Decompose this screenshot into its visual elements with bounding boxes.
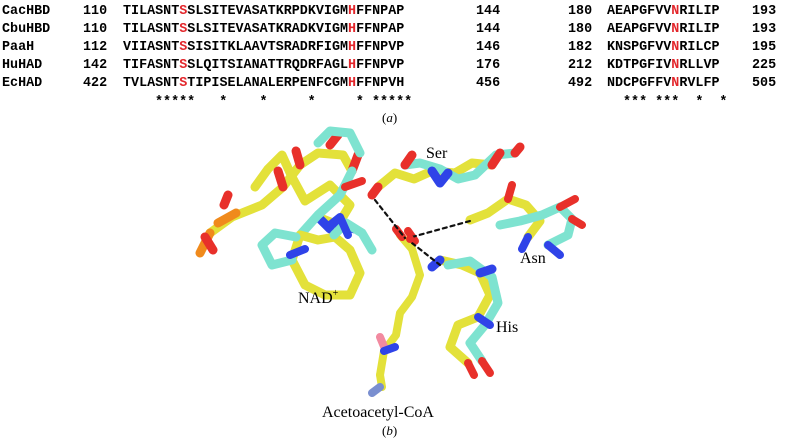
end-position: 144 [476,4,501,19]
end-position-2: 193 [752,22,777,37]
catalytic-asparagine: N [671,22,680,37]
sequence-name: PaaH [2,40,35,55]
alignment-row: CacHBD 110 TILASNTSSLSITEVASATKRPDKVIGMH… [0,4,787,22]
end-position: 146 [476,40,501,55]
residues: FFNPAP [356,22,405,37]
residues: FFNPAP [356,4,405,19]
catalytic-serine: S [179,22,188,37]
conservation-markers-2: *** *** * * [623,95,728,110]
end-position-2: 225 [752,58,777,73]
residues: TVLASNT [123,76,180,91]
sequence-name: HuHAD [2,58,43,73]
sequence-segment-1: TVLASNTSTIPISELANALERPENFCGMHFFNPVH [123,76,404,91]
residues: RILCP [679,40,720,55]
residues: AEAPGFVV [607,4,672,19]
sequence-segment-2: AEAPGFVVNRILIP [607,22,720,37]
sequence-segment-1: TILASNTSSLSITEVASATKRPDKVIGMHFFNPAP [123,4,404,19]
residues: TILASNT [123,22,180,37]
residues: VIIASNT [123,40,180,55]
end-position: 456 [476,76,501,91]
sequence-segment-1: TIFASNTSSLQITSIANATTRQDRFAGLHFFNPVP [123,58,404,73]
sequence-name: CbuHBD [2,22,51,37]
catalytic-histidine: H [348,40,357,55]
alignment-row: PaaH 112 VIIASNTSSISITKLAAVTSRADRFIGMHFF… [0,40,787,58]
catalytic-histidine: H [348,22,357,37]
start-position: 110 [83,22,108,37]
end-position: 144 [476,22,501,37]
start-position: 422 [83,76,108,91]
sequence-name: CacHBD [2,4,51,19]
catalytic-asparagine: N [671,4,680,19]
end-position-2: 193 [752,4,777,19]
catalytic-asparagine: N [671,76,680,91]
alignment-row: EcHAD 422 TVLASNTSTIPISELANALERPENFCGMHF… [0,76,787,94]
hydrogen-bonds [373,198,472,267]
start-position-2: 180 [568,4,593,19]
catalytic-histidine: H [348,76,357,91]
start-position-2: 180 [568,22,593,37]
panel-a-caption: (a) [382,110,398,125]
sequence-name: EcHAD [2,76,43,91]
residues: SLQITSIANATTRQDRFAGL [187,58,349,73]
active-site-structure: Ser Asn His NAD+ Acetoacetyl-CoA [195,126,586,421]
his-residue [427,255,503,379]
his-label: His [496,319,518,336]
start-position: 110 [83,4,108,19]
asn-label: Asn [520,250,546,267]
residues: AEAPGFVV [607,22,672,37]
water-oxygen [406,235,414,243]
start-position: 112 [83,40,108,55]
nad-label: NAD+ [298,288,339,307]
alignment-row: HuHAD 142 TIFASNTSSLQITSIANATTRQDRFAGLHF… [0,58,787,76]
residues: SLSITEVASATKRADKVIGM [187,22,349,37]
residues: NDCPGFFV [607,76,672,91]
residues: RILIP [679,4,720,19]
catalytic-asparagine: N [671,40,680,55]
conservation-row: ***** * * * * ***** *** *** * * [0,95,787,111]
catalytic-serine: S [179,40,188,55]
acetoacetyl-coa-label: Acetoacetyl-CoA [322,404,434,421]
residues: FFNPVP [356,40,405,55]
residues: RILIP [679,22,720,37]
residues: TIPISELANALERPENFCGM [187,76,349,91]
sequence-alignment: CacHBD 110 TILASNTSSLSITEVASATKRPDKVIGMH… [0,0,787,120]
catalytic-asparagine: N [671,58,680,73]
residues: KNSPGFVV [607,40,672,55]
start-position-2: 182 [568,40,593,55]
sequence-segment-2: KNSPGFVVNRILCP [607,40,720,55]
start-position-2: 212 [568,58,593,73]
residues: FFNPVH [356,76,405,91]
start-position-2: 492 [568,76,593,91]
sequence-segment-1: TILASNTSSLSITEVASATKRADKVIGMHFFNPAP [123,22,404,37]
sequence-segment-1: VIIASNTSSISITKLAAVTSRADRFIGMHFFNPVP [123,40,404,55]
residues: TIFASNT [123,58,180,73]
residues: RLLVP [679,58,720,73]
sequence-segment-2: AEAPGFVVNRILIP [607,4,720,19]
catalytic-serine: S [179,76,188,91]
ser-label: Ser [426,145,448,162]
catalytic-serine: S [179,4,188,19]
residues: SISITKLAAVTSRADRFIGM [187,40,349,55]
catalytic-serine: S [179,58,188,73]
asn-residue [465,181,586,259]
panel-b-caption: (b) [382,423,398,438]
end-position: 176 [476,58,501,73]
residues: SLSITEVASATKRPDKVIGM [187,4,349,19]
residues: TILASNT [123,4,180,19]
sequence-segment-2: NDCPGFFVNRVLFP [607,76,720,91]
catalytic-histidine: H [348,4,357,19]
residues: RVLFP [679,76,720,91]
start-position: 142 [83,58,108,73]
catalytic-histidine: H [348,58,357,73]
acetoacetyl-coa-chain [368,225,424,397]
end-position-2: 505 [752,76,777,91]
residues: FFNPVP [356,58,405,73]
sequence-segment-2: KDTPGFIVNRLLVP [607,58,720,73]
end-position-2: 195 [752,40,777,55]
nad-molecule [195,126,377,300]
residues: KDTPGFIV [607,58,672,73]
alignment-row: CbuHBD 110 TILASNTSSLSITEVASATKRADKVIGMH… [0,22,787,40]
conservation-markers-1: ***** * * * * ***** [155,95,413,110]
ser-residue [367,142,525,200]
